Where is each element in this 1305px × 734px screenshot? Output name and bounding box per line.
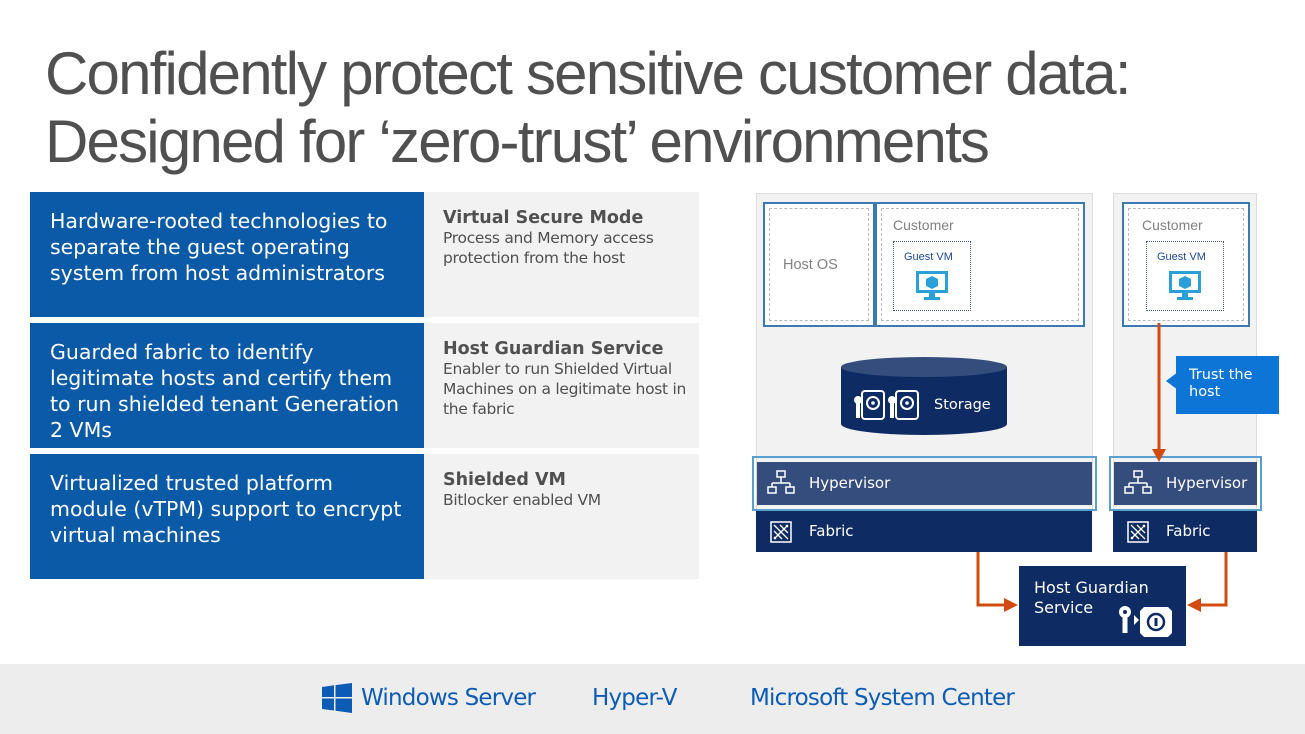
feature-2-detail: Enabler to run Shielded Virtual Machines… [443, 360, 686, 418]
fabric-label-host-1: Fabric [809, 522, 854, 540]
windows-logo-icon [322, 683, 352, 713]
feature-1-detail: Process and Memory access protection fro… [443, 229, 654, 267]
feature-1-heading: Virtual Secure Mode [443, 208, 644, 228]
guest-vm-label-host-2: Guest VM [1157, 251, 1206, 263]
customer-label-host-1: Customer [893, 217, 954, 233]
hyper-v-logo: Hyper-V [592, 685, 678, 711]
virtual-machine-icon [916, 271, 948, 300]
fabric-icon [1127, 521, 1149, 543]
slide-title: Confidently protect sensitive customer d… [45, 40, 1285, 176]
title-line-1: Confidently protect sensitive customer d… [45, 40, 1132, 107]
virtual-machine-icon [1169, 271, 1201, 300]
feature-3-detail: Bitlocker enabled VM [443, 491, 601, 509]
hypervisor-label-host-2: Hypervisor [1166, 474, 1248, 492]
system-center-logo: Microsoft System Center [750, 685, 1015, 711]
host-os-label: Host OS [783, 257, 838, 273]
feature-3-heading: Shielded VM [443, 470, 566, 490]
network-icon [767, 470, 795, 494]
hypervisor-frame-host-2 [1109, 456, 1262, 511]
key-lock-icon [1119, 606, 1172, 637]
hgs-label: Host Guardian Service [1034, 578, 1149, 617]
feature-1-panel: Virtual Secure Mode Process and Memory a… [424, 192, 699, 317]
feature-2-heading: Host Guardian Service [443, 339, 664, 359]
fabric-bar-host-2: Fabric [1113, 511, 1257, 552]
host-os-frame [763, 202, 875, 327]
feature-2-panel: Host Guardian Service Enabler to run Shi… [424, 323, 699, 448]
title-line-2: Designed for ‘zero-trust’ environments [45, 108, 990, 175]
windows-server-logo: Windows Server [361, 685, 536, 711]
feature-2-description: Guarded fabric to identify legitimate ho… [30, 323, 424, 448]
hypervisor-bar-host-2: Hypervisor [1114, 462, 1257, 505]
fabric-icon [770, 521, 792, 543]
fabric-bar-host-1: Fabric [756, 511, 1092, 552]
storage-label: Storage [934, 397, 991, 413]
feature-1-description: Hardware-rooted technologies to separate… [30, 192, 424, 317]
footer-bar: Windows Server Hyper-V Microsoft System … [0, 664, 1305, 734]
network-icon [1124, 470, 1152, 494]
trust-callout-pointer [1166, 372, 1178, 390]
feature-3-description: Virtualized trusted platform module (vTP… [30, 454, 424, 579]
fabric-label-host-2: Fabric [1166, 522, 1211, 540]
customer-label-host-2: Customer [1142, 217, 1203, 233]
feature-3-panel: Shielded VM Bitlocker enabled VM [424, 454, 699, 579]
guest-vm-label-host-1: Guest VM [904, 251, 953, 263]
hypervisor-label-host-1: Hypervisor [809, 474, 891, 492]
encrypted-disk-icon [854, 390, 919, 420]
hypervisor-bar-host-1: Hypervisor [757, 462, 1092, 505]
trust-the-host-callout: Trust the host [1176, 356, 1279, 414]
hypervisor-frame-host-1 [752, 456, 1097, 511]
